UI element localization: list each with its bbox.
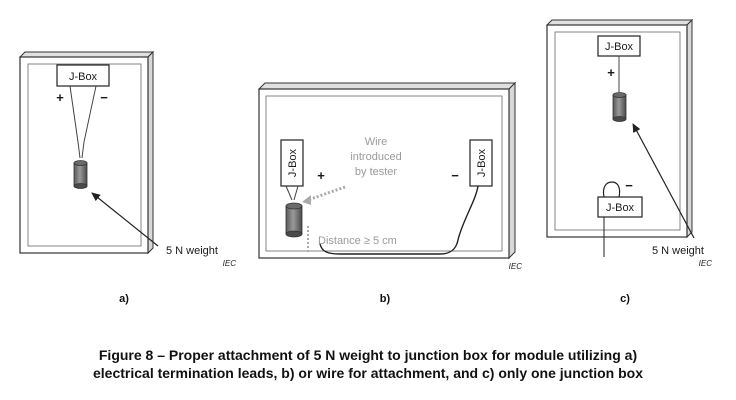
plus-a: + <box>56 90 64 105</box>
plus-b: + <box>317 168 325 183</box>
weight-a <box>73 160 88 189</box>
weight-b <box>285 202 303 238</box>
loop-c <box>602 181 621 198</box>
jbox-b-left-label: J-Box <box>287 148 299 177</box>
minus-c: − <box>625 178 633 193</box>
minus-b: − <box>451 168 459 183</box>
lead-b-left-2 <box>293 185 299 201</box>
plus-c: + <box>607 65 615 80</box>
jbox-c-bottom <box>597 196 643 218</box>
panel-c: J-Box + − J-Box 5 N weight IEC c) <box>545 18 713 305</box>
lead-b-left-1 <box>285 185 293 201</box>
jbox-c-bottom-label: J-Box <box>606 202 635 214</box>
jbox-b-right-label: J-Box <box>476 148 488 177</box>
lead-minus-a <box>81 85 97 159</box>
figure-caption: Figure 8 – Proper attachment of 5 N weig… <box>0 346 736 382</box>
panel-b: J-Box + Wire introduced by tester Distan… <box>257 81 523 305</box>
weight-arrow-a <box>91 192 159 247</box>
distance-label: Distance ≥ 5 cm <box>318 235 397 247</box>
panel-a: J-Box + − 5 N weight IEC a) <box>18 50 237 305</box>
weight-arrow-c <box>632 123 695 239</box>
iec-a: IEC <box>223 259 237 268</box>
sublabel-a: a) <box>119 293 129 305</box>
wire-note-arrowhead <box>302 195 311 205</box>
wire-note-line3: by tester <box>355 166 398 178</box>
weight-label-a: 5 N weight <box>166 245 218 257</box>
wire-note-line2: introduced <box>350 151 401 163</box>
wire-note-arrow <box>304 185 346 203</box>
weight-label-c: 5 N weight <box>652 245 704 257</box>
wire-note-line1: Wire <box>365 136 388 148</box>
jbox-a <box>56 64 110 87</box>
sublabel-b: b) <box>380 293 391 305</box>
minus-a: − <box>100 90 108 105</box>
jbox-c-top-label: J-Box <box>605 41 634 53</box>
sublabel-c: c) <box>620 293 630 305</box>
caption-line-1: Figure 8 – Proper attachment of 5 N weig… <box>98 347 638 363</box>
lead-plus-a <box>69 85 81 159</box>
jbox-b-left <box>280 139 304 187</box>
iec-c: IEC <box>699 259 713 268</box>
weight-c <box>612 92 627 122</box>
caption-line-2: electrical termination leads, b) or wire… <box>93 365 643 381</box>
jbox-a-label: J-Box <box>69 71 98 83</box>
wire-b <box>319 185 479 255</box>
iec-b: IEC <box>509 262 523 271</box>
jbox-b-right <box>469 139 493 187</box>
